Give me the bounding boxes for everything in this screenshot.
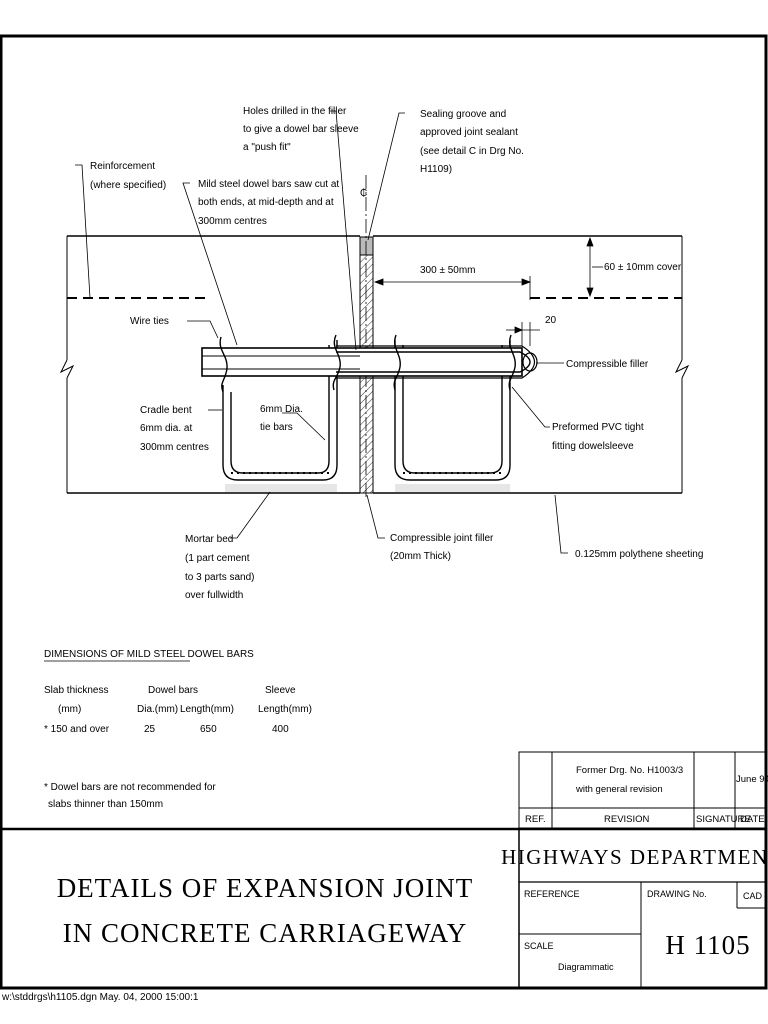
- drawing-no-label: DRAWING No.: [647, 889, 707, 899]
- svg-text:6mm Dia.: 6mm Dia.: [260, 404, 303, 415]
- file-path-footer: w:\stddrgs\h1105.dgn May. 04, 2000 15:00…: [2, 992, 199, 1003]
- footnote: * Dowel bars are not recommended for sla…: [44, 782, 216, 810]
- annotation-pvc-sleeve: Preformed PVC tight fitting dowelsleeve: [552, 422, 644, 452]
- cradle-right: [394, 340, 511, 481]
- annotation-tie-bars: 6mm Dia. tie bars: [260, 404, 303, 433]
- dowel-bar: [201, 345, 538, 379]
- gap-dimension: [506, 322, 540, 346]
- svg-text:Cradle bent: Cradle bent: [140, 405, 192, 416]
- svg-text:to 3 parts sand): to 3 parts sand): [185, 572, 254, 583]
- svg-text:Reinforcement: Reinforcement: [90, 161, 155, 172]
- svg-text:Length(mm): Length(mm): [180, 704, 234, 715]
- svg-text:(1 part cement: (1 part cement: [185, 553, 250, 564]
- reference-label: REFERENCE: [524, 889, 580, 899]
- svg-text:(see detail C in Drg No.: (see detail C in Drg No.: [420, 146, 524, 157]
- svg-text:(20mm Thick): (20mm Thick): [390, 551, 451, 562]
- svg-text:Mild steel dowel bars saw cut: Mild steel dowel bars saw cut at: [198, 179, 339, 190]
- cover-label: 60 ± 10mm cover: [604, 262, 682, 273]
- annotation-cradle: Cradle bent 6mm dia. at 300mm centres: [140, 405, 209, 453]
- svg-text:June 94: June 94: [736, 774, 768, 785]
- concrete-slab: [59, 235, 690, 494]
- svg-text:slabs thinner than 150mm: slabs thinner than 150mm: [48, 799, 163, 810]
- svg-text:300mm centres: 300mm centres: [198, 216, 267, 227]
- sheet-border: [0, 34, 768, 990]
- dowel-dimensions-table: DIMENSIONS OF MILD STEEL DOWEL BARS Slab…: [44, 649, 312, 735]
- scale-label: SCALE: [524, 941, 554, 951]
- wire-ties: [219, 334, 516, 393]
- annotation-mortar: Mortar bed (1 part cement to 3 parts san…: [185, 534, 254, 601]
- cad-label: CAD: [743, 891, 763, 901]
- svg-text:* Dowel bars are not recommend: * Dowel bars are not recommended for: [44, 782, 216, 793]
- cradle-left: [222, 340, 338, 481]
- svg-text:Compressible joint filler: Compressible joint filler: [390, 533, 494, 544]
- annotation-compressible-filler: Compressible filler: [566, 359, 649, 370]
- sealing-groove: [359, 236, 374, 256]
- svg-text:Sealing groove and: Sealing groove and: [420, 109, 506, 120]
- drawing-title-line2: IN CONCRETE CARRIAGEWAY: [63, 918, 468, 948]
- drawing-title-line1: DETAILS OF EXPANSION JOINT: [57, 873, 474, 903]
- svg-text:to give a dowel bar sleeve: to give a dowel bar sleeve: [243, 124, 359, 135]
- svg-text:a "push fit": a "push fit": [243, 142, 291, 153]
- annotation-sealing: Sealing groove and approved joint sealan…: [420, 109, 524, 175]
- revision-entry: Former Drg. No. H1003/3 with general rev…: [525, 765, 768, 825]
- svg-text:300mm centres: 300mm centres: [140, 442, 209, 453]
- leader-lines: [75, 110, 568, 554]
- annotation-wire-ties: Wire ties: [130, 316, 169, 327]
- spacing-dimension: [373, 276, 532, 300]
- svg-text:Slab thickness: Slab thickness: [44, 685, 108, 696]
- spacing-label: 300 ± 50mm: [420, 265, 476, 276]
- annotation-polythene: 0.125mm polythene sheeting: [575, 549, 703, 560]
- svg-text:Holes drilled in the filler: Holes drilled in the filler: [243, 106, 347, 117]
- annotation-reinforcement: Reinforcement (where specified): [90, 161, 166, 191]
- gap-label: 20: [545, 315, 557, 326]
- annotation-holes: Holes drilled in the filler to give a do…: [243, 106, 359, 153]
- svg-text:Former Drg. No. H1003/3: Former Drg. No. H1003/3: [576, 765, 683, 776]
- revision-block: [518, 751, 766, 829]
- svg-text:* 150 and over: * 150 and over: [44, 724, 110, 735]
- svg-text:6mm dia. at: 6mm dia. at: [140, 423, 192, 434]
- svg-text:over fullwidth: over fullwidth: [185, 590, 243, 601]
- svg-text:REVISION: REVISION: [604, 814, 650, 825]
- svg-text:650: 650: [200, 724, 217, 735]
- svg-text:Mortar bed: Mortar bed: [185, 534, 233, 545]
- svg-text:fitting dowelsleeve: fitting dowelsleeve: [552, 441, 634, 452]
- svg-text:SIGNATURE: SIGNATURE: [696, 814, 751, 825]
- annotation-joint-filler: Compressible joint filler (20mm Thick): [390, 533, 494, 562]
- svg-text:Length(mm): Length(mm): [258, 704, 312, 715]
- svg-text:25: 25: [144, 724, 156, 735]
- svg-text:both ends, at mid-depth and at: both ends, at mid-depth and at: [198, 197, 334, 208]
- svg-text:(mm): (mm): [58, 704, 81, 715]
- svg-text:(where specified): (where specified): [90, 180, 166, 191]
- svg-text:Preformed PVC tight: Preformed PVC tight: [552, 422, 644, 433]
- cover-dimension: [586, 236, 603, 298]
- table-title: DIMENSIONS OF MILD STEEL DOWEL BARS: [44, 649, 254, 660]
- title-block-frame: [1, 827, 766, 988]
- svg-text:Dia.(mm): Dia.(mm): [137, 704, 178, 715]
- svg-text:Dowel bars: Dowel bars: [148, 685, 198, 696]
- mortar-bed: [225, 484, 510, 492]
- svg-text:400: 400: [272, 724, 289, 735]
- svg-text:H1109): H1109): [420, 164, 452, 175]
- svg-text:DATE: DATE: [740, 814, 765, 825]
- svg-text:with general revision: with general revision: [575, 784, 663, 795]
- svg-text:tie bars: tie bars: [260, 422, 293, 433]
- drawing-number: H 1105: [665, 930, 750, 960]
- scale-value: Diagrammatic: [558, 962, 614, 972]
- svg-text:Sleeve: Sleeve: [265, 685, 296, 696]
- annotation-dowel-bars: Mild steel dowel bars saw cut at both en…: [198, 179, 339, 227]
- department-name: HIGHWAYS DEPARTMENT: [501, 845, 768, 869]
- svg-text:approved joint sealant: approved joint sealant: [420, 127, 518, 138]
- centreline-symbol: ₵: [360, 187, 367, 199]
- svg-text:REF.: REF.: [525, 814, 546, 825]
